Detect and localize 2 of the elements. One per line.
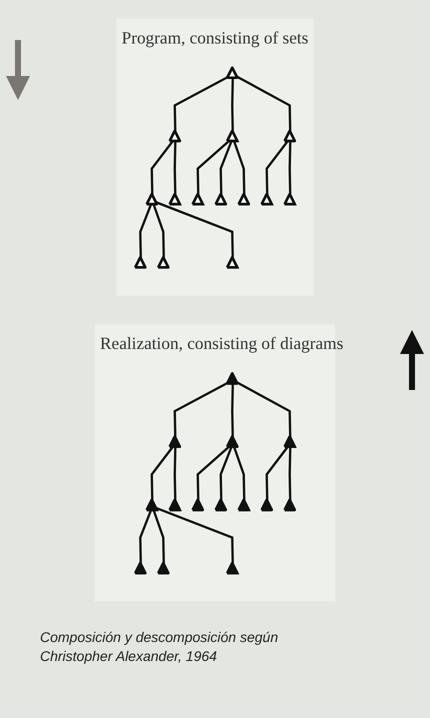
caption: Composición y descomposición según Christopher Alexander, 1964 <box>40 628 280 666</box>
cluster: Program, consisting of sets <box>116 18 314 296</box>
